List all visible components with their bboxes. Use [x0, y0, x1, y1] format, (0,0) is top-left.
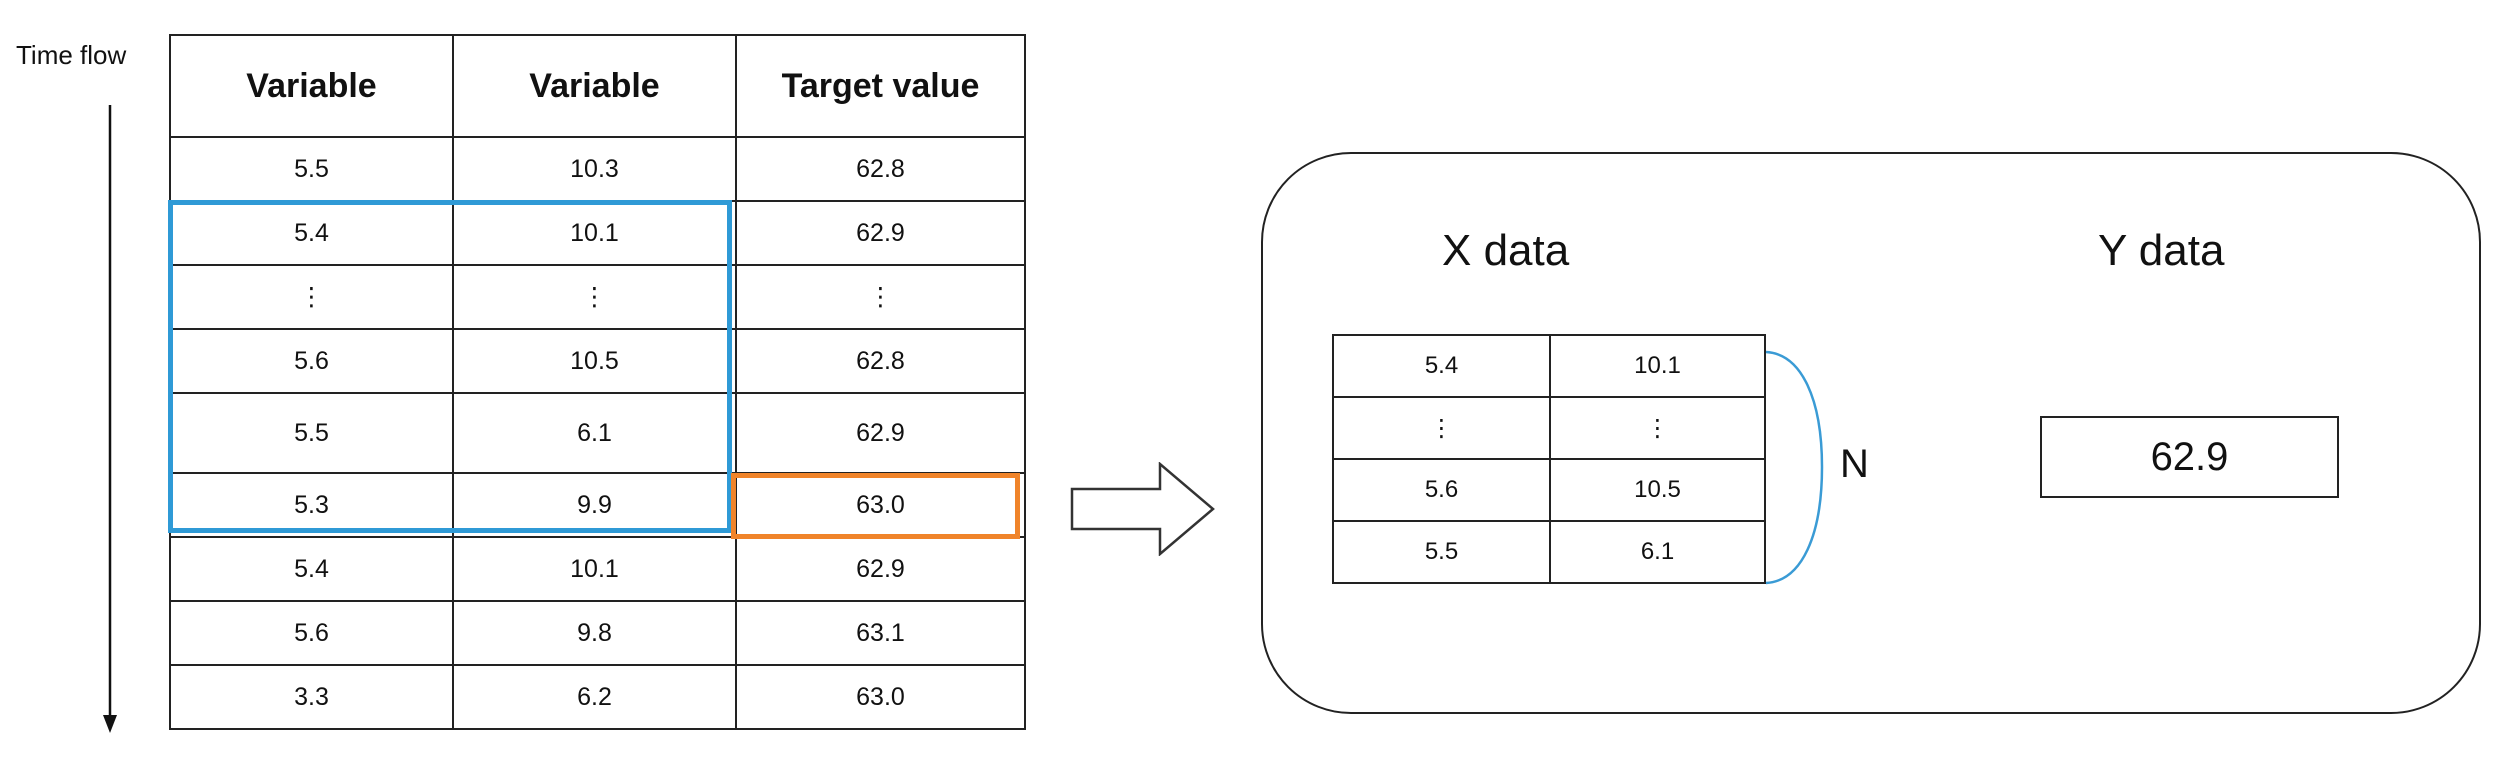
- transform-arrow-icon: [1070, 462, 1215, 556]
- table-row: 5.6 10.5: [1332, 458, 1766, 522]
- time-flow-label: Time flow: [16, 40, 127, 70]
- x-data-table: 5.4 10.1 ⋮ ⋮ 5.6 10.5 5.5 6.1: [1332, 334, 1766, 584]
- y-data-title: Y data: [2098, 226, 2225, 275]
- table-cell: 62.9: [735, 536, 1026, 602]
- table-cell: 62.9: [735, 200, 1026, 266]
- input-window-highlight: [168, 200, 732, 533]
- y-value-box: 62.9: [2040, 416, 2339, 498]
- table-cell: 62.8: [735, 136, 1026, 202]
- table-cell: ⋮: [1549, 396, 1766, 460]
- header-target-value: Target value: [735, 34, 1026, 138]
- table-row: 5.4 10.1 62.9: [169, 536, 1026, 602]
- sample-panel: [1261, 152, 2481, 714]
- table-row: 5.4 10.1 62.9: [169, 200, 1026, 266]
- target-value-highlight: [731, 473, 1020, 539]
- table-row: 5.5 10.3 62.8: [169, 136, 1026, 202]
- table-cell: 5.5: [1332, 520, 1551, 584]
- table-cell: 3.3: [169, 664, 454, 730]
- window-size-label: N: [1840, 442, 1869, 486]
- table-cell: ⋮: [735, 264, 1026, 330]
- table-cell: 5.6: [169, 600, 454, 666]
- table-cell: 5.3: [169, 472, 454, 538]
- time-flow-arrow-icon: [103, 105, 117, 733]
- table-row: 5.5 6.1 62.9: [169, 392, 1026, 474]
- table-cell: 62.8: [735, 328, 1026, 394]
- table-row: 3.3 6.2 63.0: [169, 664, 1026, 730]
- table-header-row: Variable Variable Target value: [169, 34, 1026, 138]
- table-row: 5.4 10.1: [1332, 334, 1766, 398]
- table-row: 5.6 10.5 62.8: [169, 328, 1026, 394]
- table-cell: 10.1: [452, 536, 737, 602]
- table-row: 5.5 6.1: [1332, 520, 1766, 584]
- table-cell: 6.1: [1549, 520, 1766, 584]
- table-cell: 5.6: [169, 328, 454, 394]
- window-size-bracket-icon: [1765, 350, 1824, 585]
- table-cell: 5.4: [1332, 334, 1551, 398]
- table-cell: 63.0: [735, 664, 1026, 730]
- table-row: ⋮ ⋮: [1332, 396, 1766, 460]
- table-cell: 6.2: [452, 664, 737, 730]
- table-cell: ⋮: [1332, 396, 1551, 460]
- table-cell: 9.8: [452, 600, 737, 666]
- table-cell: 5.5: [169, 392, 454, 474]
- header-variable-1: Variable: [169, 34, 454, 138]
- table-row: ⋮ ⋮ ⋮: [169, 264, 1026, 330]
- x-data-title: X data: [1442, 226, 1570, 275]
- table-cell: 62.9: [735, 392, 1026, 474]
- table-cell: 6.1: [452, 392, 737, 474]
- table-cell: 10.3: [452, 136, 737, 202]
- table-cell: 10.1: [1549, 334, 1766, 398]
- table-cell: 5.5: [169, 136, 454, 202]
- table-cell: 63.1: [735, 600, 1026, 666]
- table-cell: 10.1: [452, 200, 737, 266]
- table-row: 5.6 9.8 63.1: [169, 600, 1026, 666]
- table-cell: 10.5: [1549, 458, 1766, 522]
- header-variable-2: Variable: [452, 34, 737, 138]
- table-cell: 10.5: [452, 328, 737, 394]
- table-cell: 5.6: [1332, 458, 1551, 522]
- table-cell: ⋮: [452, 264, 737, 330]
- table-cell: 5.4: [169, 536, 454, 602]
